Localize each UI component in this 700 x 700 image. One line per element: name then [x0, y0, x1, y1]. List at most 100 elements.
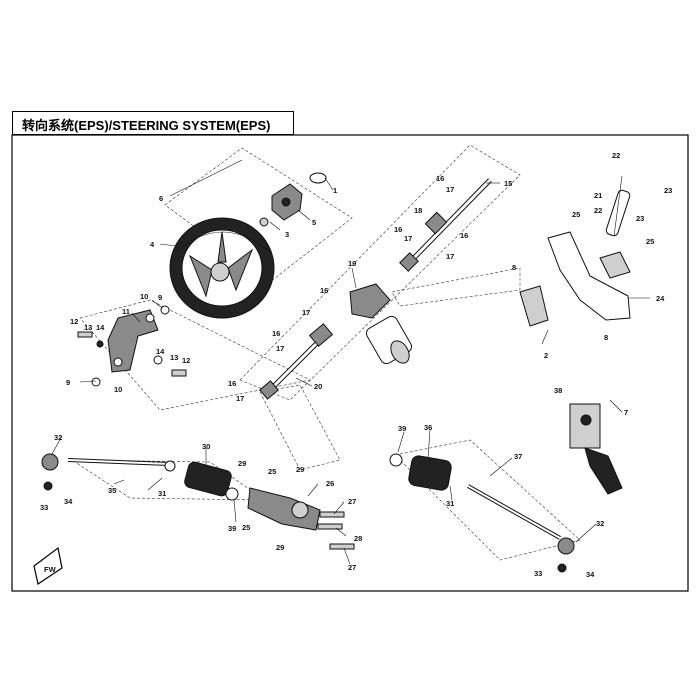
callout-22b: 22	[594, 206, 602, 215]
callout-33: 33	[40, 503, 48, 512]
callout-31b: 31	[446, 499, 454, 508]
group-boundary-left-tie-rod	[70, 459, 266, 501]
callout-10b: 10	[114, 385, 122, 394]
bolt-part-27	[319, 511, 345, 518]
callout-7: 7	[624, 408, 628, 417]
callout-11: 11	[122, 307, 130, 316]
emblem-part	[309, 172, 327, 184]
callout-34: 34	[64, 497, 73, 506]
callout-3: 3	[285, 230, 289, 239]
callout-2: 2	[544, 351, 548, 360]
callout-28: 28	[354, 534, 362, 543]
callout-18: 18	[414, 206, 422, 215]
callout-27b: 27	[348, 563, 356, 572]
callout-16b: 16	[460, 231, 468, 240]
callout-25b: 25	[646, 237, 654, 246]
bolt-part-28	[317, 523, 343, 530]
callout-14: 14	[96, 323, 105, 332]
callout-17: 17	[446, 185, 454, 194]
callout-29: 29	[238, 459, 246, 468]
callout-9b: 9	[66, 378, 70, 387]
steering-wheel-part	[169, 217, 275, 319]
callout-32: 32	[54, 433, 62, 442]
callout-6: 6	[159, 194, 163, 203]
bolt-part-27b	[329, 543, 355, 550]
callout-27: 27	[348, 497, 356, 506]
frame-bracket-part	[519, 231, 631, 327]
callout-10: 10	[140, 292, 148, 301]
callout-21: 21	[594, 191, 602, 200]
group-boundary-right-tie-rod	[394, 439, 581, 561]
leader-lines	[51, 159, 650, 565]
nut-part-33	[43, 481, 53, 491]
callout-15: 15	[504, 179, 512, 188]
callout-17d: 17	[302, 308, 310, 317]
callout-4: 4	[150, 240, 155, 249]
callout-14b: 14	[156, 347, 165, 356]
callout-13b: 13	[170, 353, 178, 362]
horn-pad-part	[271, 183, 303, 221]
accelerator-pedal-part	[569, 403, 623, 495]
steering-gear-housing-part	[225, 487, 321, 531]
callout-19: 19	[348, 259, 356, 268]
tie-rod-right-part	[389, 453, 575, 555]
callout-17f: 17	[236, 394, 244, 403]
callout-36: 36	[424, 423, 432, 432]
group-boundary-wheel-mount	[79, 299, 311, 411]
callout-labels: 1 2 3 4 5 6 7 8 8 9 9 10 10 11 12 12 13 …	[40, 151, 672, 579]
callout-30: 30	[202, 442, 210, 451]
steering-damper-part	[605, 175, 631, 237]
callout-37: 37	[514, 452, 522, 461]
callout-16c: 16	[394, 225, 402, 234]
callout-24: 24	[656, 294, 665, 303]
callout-29c: 29	[276, 543, 284, 552]
callout-16d: 16	[320, 286, 328, 295]
callout-35: 35	[108, 486, 116, 495]
callout-32b: 32	[596, 519, 604, 528]
callout-33b: 33	[534, 569, 542, 578]
callout-9: 9	[158, 293, 162, 302]
callout-17b: 17	[446, 252, 454, 261]
group-boundary-column	[239, 144, 521, 401]
callout-5: 5	[312, 218, 316, 227]
washer-part	[160, 305, 170, 315]
callout-39b: 39	[228, 524, 236, 533]
eps-motor-part	[349, 283, 413, 365]
washer-part-lower	[153, 355, 163, 365]
callout-16f: 16	[228, 379, 236, 388]
callout-23: 23	[664, 186, 672, 195]
callout-12b: 12	[182, 356, 190, 365]
callout-13: 13	[84, 323, 92, 332]
callout-8b: 8	[604, 333, 608, 342]
callout-8: 8	[512, 263, 516, 272]
outer-border	[11, 134, 689, 592]
nut-part-left	[96, 340, 104, 348]
bolt-part	[171, 369, 187, 377]
callout-34b: 34	[586, 570, 595, 579]
callout-38: 38	[554, 386, 562, 395]
callout-25c: 25	[268, 467, 276, 476]
callout-16e: 16	[272, 329, 280, 338]
callout-29b: 29	[296, 465, 304, 474]
callout-39: 39	[398, 424, 406, 433]
callout-17e: 17	[276, 344, 284, 353]
bolt-part-left	[77, 331, 93, 338]
intermediate-shaft-part	[259, 323, 334, 400]
group-boundary-eps-link	[391, 267, 521, 307]
callout-31: 31	[158, 489, 166, 498]
diagram-title: 转向系统(EPS)/STEERING SYSTEM(EPS)	[22, 118, 271, 133]
group-boundary-steering-wheel	[164, 147, 353, 283]
callout-17c: 17	[404, 234, 412, 243]
nut-part-33b	[557, 563, 567, 573]
mounting-bracket-part	[107, 309, 159, 373]
callout-26: 26	[326, 479, 334, 488]
group-boundary-lower-shaft	[259, 384, 341, 471]
nut-part	[259, 217, 269, 227]
callout-12: 12	[70, 317, 78, 326]
callout-25: 25	[572, 210, 580, 219]
callout-1: 1	[333, 186, 337, 195]
washer-part-left	[91, 377, 101, 387]
callout-16: 16	[436, 174, 444, 183]
